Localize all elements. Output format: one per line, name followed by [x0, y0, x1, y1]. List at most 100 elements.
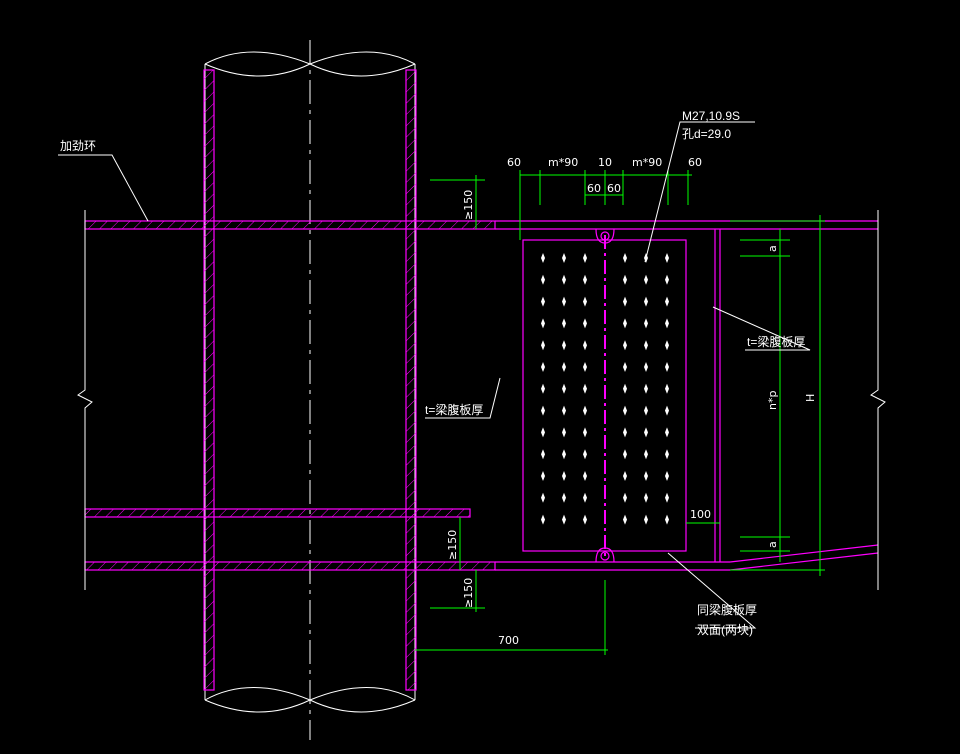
bolt-hole [562, 449, 566, 460]
column-walls [203, 69, 417, 691]
bolt-hole [644, 449, 648, 460]
bolt-hole [623, 318, 627, 329]
bolt-hole [562, 427, 566, 438]
bolt-hole [665, 318, 669, 329]
dim-min150-top: ≥150 [462, 190, 475, 220]
bolt-hole [583, 318, 587, 329]
bolt-hole [623, 449, 627, 460]
bolt-hole [623, 383, 627, 394]
top-flange [84, 220, 878, 230]
bolt-hole [623, 362, 627, 372]
dim-100: 100 [690, 508, 711, 521]
dim-min150-bottom: ≥150 [462, 578, 475, 608]
bolt-hole [541, 427, 545, 438]
bolt-hole [562, 274, 566, 285]
bolt-hole [644, 427, 648, 438]
bolt-hole [623, 296, 627, 307]
bolt-hole [665, 405, 669, 416]
bolt-hole [562, 383, 566, 394]
bolt-hole [562, 296, 566, 307]
bolt-hole [541, 318, 545, 329]
bolt-hole [623, 253, 627, 263]
bolt-hole [665, 383, 669, 394]
bolt-hole [562, 471, 566, 481]
bolt-hole [623, 427, 627, 438]
bolt-hole [644, 405, 648, 416]
leader-lines [58, 121, 811, 629]
web-thickness-label-right: t=梁腹板厚 [747, 334, 805, 349]
bolt-hole [562, 340, 566, 351]
bolt-hole [583, 274, 587, 285]
bolt-hole [583, 340, 587, 351]
bolt-hole [583, 253, 587, 263]
bolt-hole [583, 427, 587, 438]
dim-60-right: 60 [688, 156, 702, 169]
bolt-hole [644, 514, 648, 525]
bolt-hole [541, 296, 545, 307]
bolt-hole [583, 383, 587, 394]
bolt-hole [583, 405, 587, 416]
bolt-hole [665, 253, 669, 263]
splice-plate-label-1: 同梁腹板厚 [697, 602, 757, 617]
beam-web-end [714, 229, 721, 562]
splice-plate-label-2: 双面(两块) [697, 623, 753, 637]
dim-gap-60-left: 60 [587, 182, 601, 195]
bolt-hole [644, 383, 648, 394]
bolt-hole [623, 514, 627, 525]
web-thickness-label-left: t=梁腹板厚 [425, 402, 483, 417]
bolt-hole [541, 514, 545, 525]
bolt-hole [665, 514, 669, 525]
bolt-hole [644, 274, 648, 285]
bolt-hole [541, 492, 545, 503]
bolt-hole [665, 427, 669, 438]
hole-dia-label: 孔d=29.0 [682, 127, 731, 141]
bolt-hole [562, 362, 566, 372]
bolt-hole [644, 471, 648, 481]
bolt-hole [623, 274, 627, 285]
bolt-hole [644, 362, 648, 372]
bolt-hole [665, 274, 669, 285]
bolt-hole [562, 318, 566, 329]
bolt-hole [644, 296, 648, 307]
bolt-hole [541, 405, 545, 416]
bolt-hole [665, 296, 669, 307]
bolt-hole [623, 492, 627, 503]
bolt-hole [541, 340, 545, 351]
dim-a-bottom: a [766, 541, 779, 548]
bolt-spec-label: M27,10.9S [682, 109, 740, 123]
bolt-hole [541, 274, 545, 285]
dim-gap-60-right: 60 [607, 182, 621, 195]
bolt-hole [665, 471, 669, 481]
bolt-hole [583, 492, 587, 503]
bolt-hole [541, 383, 545, 394]
bolt-hole [644, 318, 648, 329]
bolt-hole [562, 253, 566, 263]
bolt-hole [583, 471, 587, 481]
bolt-hole [665, 449, 669, 460]
stiffener-ring-label: 加劲环 [60, 139, 96, 153]
dimension-lines [415, 170, 825, 655]
bolt-hole [623, 405, 627, 416]
dim-700: 700 [498, 634, 519, 647]
bolt-hole [562, 492, 566, 503]
dim-m90-right: m*90 [632, 156, 662, 169]
bolt-hole [644, 340, 648, 351]
bolt-hole [665, 362, 669, 372]
break-lines [77, 210, 886, 590]
bolt-hole [665, 492, 669, 503]
bolt-grid [541, 253, 669, 525]
mid-plate [84, 508, 471, 518]
bolt-hole [583, 362, 587, 372]
bolt-hole [541, 253, 545, 263]
bolt-hole [623, 340, 627, 351]
bolt-hole [541, 449, 545, 460]
dim-10: 10 [598, 156, 612, 169]
bolt-hole [583, 514, 587, 525]
bolt-hole [623, 471, 627, 481]
dim-a-top: a [766, 245, 779, 252]
bolt-hole [583, 296, 587, 307]
bolt-hole [665, 340, 669, 351]
dim-min150-mid: ≥150 [446, 530, 459, 560]
bolt-hole [583, 449, 587, 460]
